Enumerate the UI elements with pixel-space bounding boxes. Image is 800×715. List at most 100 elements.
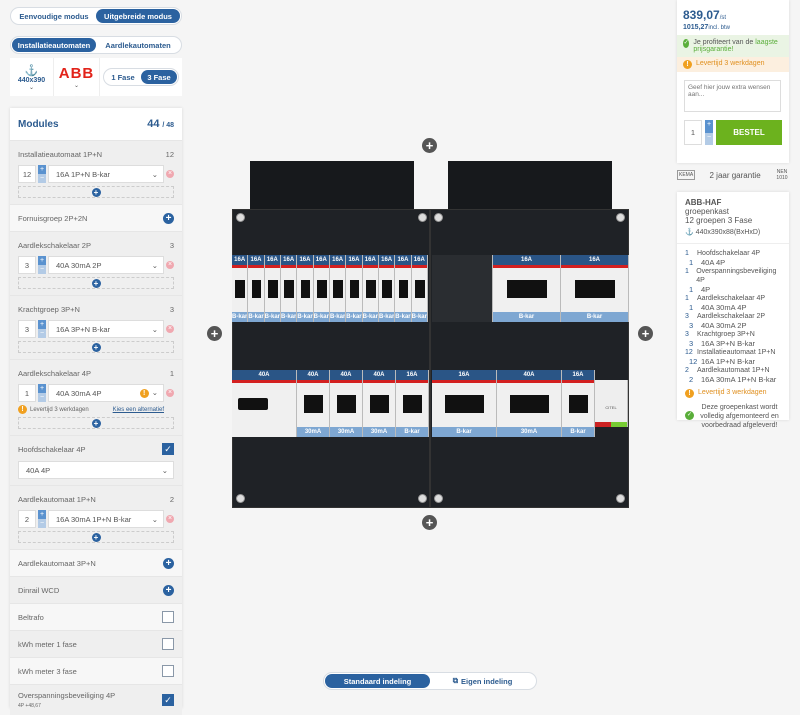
custom-layout-button[interactable]: ⧉Eigen indeling: [452, 676, 513, 686]
add-column-left-button[interactable]: +: [207, 326, 222, 341]
size-selector[interactable]: ⚓ 440x390 ⌄: [10, 58, 54, 96]
module-select[interactable]: 40A 30mA 4P!⌄: [48, 384, 164, 402]
installatie-tab[interactable]: Installatieautomaten: [12, 38, 96, 52]
aardlek-tab[interactable]: Aardlekautomaten: [105, 40, 171, 50]
add-module-button[interactable]: +: [18, 417, 174, 429]
chevron-down-icon: ⌄: [151, 324, 158, 334]
group-count: 2: [169, 494, 174, 504]
module-select[interactable]: 16A 30mA 1P+N B-kar⌄: [48, 510, 164, 528]
add-module-button[interactable]: +: [18, 277, 174, 289]
add-module-button[interactable]: +: [18, 341, 174, 353]
advanced-mode-button[interactable]: Uitgebreide modus: [96, 9, 180, 23]
group-name: kWh meter 1 fase: [18, 639, 77, 649]
group-checkbox[interactable]: ✓: [162, 443, 174, 455]
add-row-top-button[interactable]: +: [422, 138, 437, 153]
phase-1-button[interactable]: 1 Fase: [111, 72, 135, 82]
alternative-link[interactable]: Kies een alternatief: [112, 406, 164, 413]
add-group-button[interactable]: +: [163, 557, 174, 569]
module-select[interactable]: 16A 1P+N B-kar⌄: [48, 165, 164, 183]
summary-groups: 12 groepen 3 Fase: [685, 216, 753, 225]
check-icon: ✓: [683, 39, 690, 48]
module-group: Hoofdschakelaar 4P✓40A 4P⌄: [10, 435, 182, 485]
module-rating: 16A: [396, 370, 428, 380]
module-char: B-kar: [280, 312, 297, 322]
qty-stepper[interactable]: +−: [38, 256, 46, 274]
module-rating: 40A: [330, 370, 362, 380]
qty-input[interactable]: 3: [18, 256, 36, 274]
order-qty-stepper[interactable]: +−: [705, 120, 713, 145]
summary-assembled: ✓Deze groepenkast wordt volledig afgemon…: [685, 404, 779, 429]
qty-input[interactable]: 1: [18, 384, 36, 402]
qty-input[interactable]: 12: [18, 165, 36, 183]
add-module-button[interactable]: +: [18, 186, 174, 198]
group-checkbox[interactable]: ✓: [162, 694, 174, 706]
qty-input[interactable]: 3: [18, 320, 36, 338]
group-checkbox[interactable]: [162, 611, 174, 623]
qty-stepper[interactable]: +−: [38, 384, 46, 402]
screw: [616, 494, 625, 503]
guarantee-note: ✓ Je profiteert van de laagste prijsgara…: [677, 35, 789, 57]
qty-stepper[interactable]: +−: [38, 165, 46, 183]
standard-layout-button[interactable]: Standaard indeling: [325, 674, 430, 688]
simple-mode-button[interactable]: Eenvoudige modus: [19, 11, 89, 21]
group-checkbox[interactable]: [162, 638, 174, 650]
add-row-bottom-button[interactable]: +: [422, 515, 437, 530]
phase-toggle: 1 Fase 3 Fase: [103, 68, 179, 86]
blank-cover[interactable]: [432, 255, 493, 322]
remove-icon[interactable]: ×: [166, 261, 174, 269]
module-char: 30mA: [363, 427, 395, 437]
guarantee-link[interactable]: laagste prijsgarantie!: [693, 39, 778, 53]
remove-icon[interactable]: ×: [166, 515, 174, 523]
wishes-textarea[interactable]: [684, 80, 781, 112]
phase-3-button[interactable]: 3 Fase: [141, 70, 177, 84]
cabinet-panel-left: [232, 209, 430, 508]
order-qty-input[interactable]: 1: [684, 120, 702, 145]
module-select[interactable]: 40A 30mA 2P⌄: [48, 256, 164, 274]
modules-header: Modules 44 / 48: [10, 108, 182, 140]
remove-icon[interactable]: ×: [166, 325, 174, 333]
brand-selector[interactable]: ABB ⌄: [54, 58, 100, 96]
module-select[interactable]: 16A 3P+N B-kar⌄: [48, 320, 164, 338]
remove-icon[interactable]: ×: [166, 170, 174, 178]
qty-stepper[interactable]: +−: [38, 510, 46, 528]
surge-protector[interactable]: CITEL: [595, 380, 628, 427]
remove-icon[interactable]: ×: [166, 389, 174, 397]
order-button[interactable]: BESTEL: [716, 120, 782, 145]
add-column-right-button[interactable]: +: [638, 326, 653, 341]
module-char: B-kar: [562, 427, 594, 437]
group-checkbox[interactable]: [162, 665, 174, 677]
add-group-button[interactable]: +: [163, 584, 174, 596]
module-select[interactable]: 40A 4P⌄: [18, 461, 174, 479]
qty-stepper[interactable]: +−: [38, 320, 46, 338]
module-rating: 16A: [411, 255, 427, 265]
hoofdschakelaar[interactable]: 40A: [232, 370, 297, 437]
summary-title: ABB-HAF: [685, 198, 722, 207]
qty-input[interactable]: 2: [18, 510, 36, 528]
add-module-button[interactable]: +: [18, 531, 174, 543]
add-group-button[interactable]: +: [163, 212, 174, 224]
